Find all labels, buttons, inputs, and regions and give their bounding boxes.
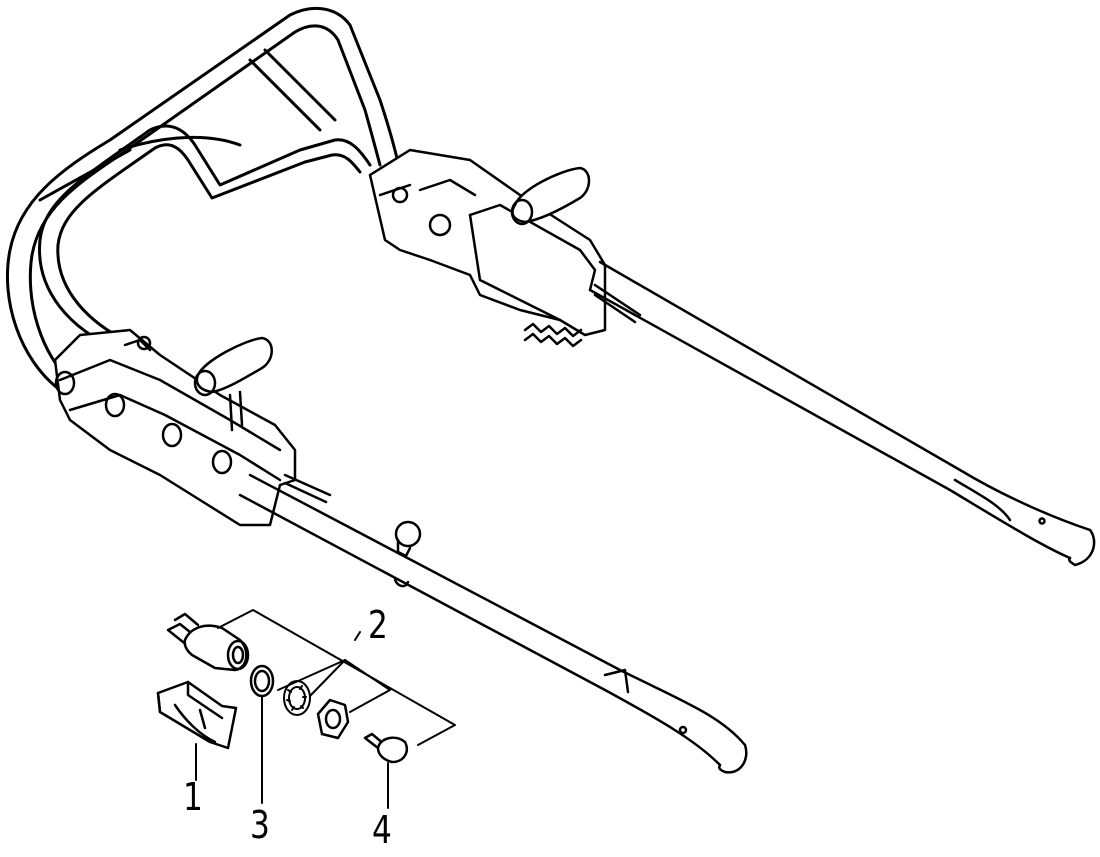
left-control-housing [53, 328, 332, 527]
right-control-housing [368, 148, 642, 348]
left-lower-tube [238, 473, 748, 774]
lock-washer [283, 680, 311, 716]
part-4-key [363, 732, 409, 764]
upper-handle [5, 6, 402, 392]
callout-label-2: 2 [368, 603, 388, 647]
part-1-cover-clip [156, 680, 238, 750]
callout-label-4: 4 [372, 808, 392, 852]
part-3-o-ring [249, 664, 275, 698]
callout-label-1: 1 [183, 775, 203, 819]
part-2-switch [166, 612, 250, 672]
leader-lines [195, 609, 456, 809]
hex-nut [316, 698, 350, 740]
callout-label-3: 3 [250, 803, 270, 847]
right-lower-tube [588, 260, 1096, 567]
